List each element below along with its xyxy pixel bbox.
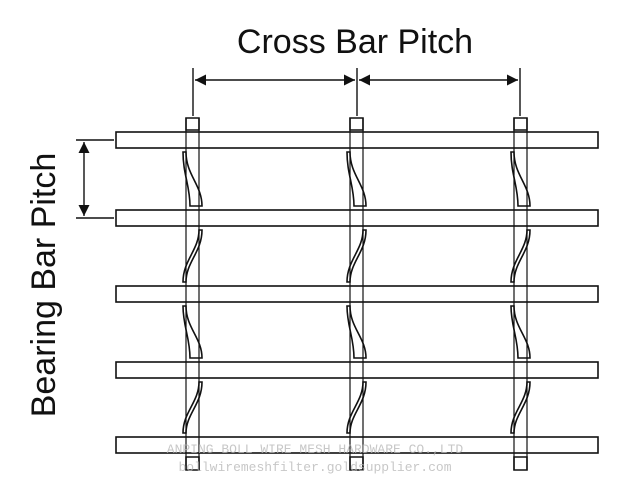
bearing-bar-pitch-dimension: Bearing Bar Pitch	[25, 139, 114, 418]
cross-bar-pitch-label: Cross Bar Pitch	[237, 23, 473, 61]
bearing-bar-pitch-label: Bearing Bar Pitch	[25, 153, 63, 418]
bearing-bar	[115, 436, 599, 454]
bearing-bar	[115, 285, 599, 303]
bearing-bar	[115, 131, 599, 149]
watermark-company: ANPING BOLL WIRE MESH HARDWARE CO.,LTD	[167, 442, 464, 457]
cross-bars	[182, 117, 531, 471]
cross-bar-pitch-dimension: Cross Bar Pitch	[192, 23, 521, 116]
watermark: ANPING BOLL WIRE MESH HARDWARE CO.,LTD b…	[167, 442, 464, 475]
watermark-url: bollwiremeshfilter.goldsupplier.com	[178, 460, 451, 475]
cross-bar	[182, 117, 203, 471]
bearing-bars	[115, 131, 599, 454]
bearing-bar	[115, 361, 599, 379]
bearing-bar	[115, 209, 599, 227]
cross-bar	[510, 117, 531, 471]
cross-bar	[346, 117, 367, 471]
